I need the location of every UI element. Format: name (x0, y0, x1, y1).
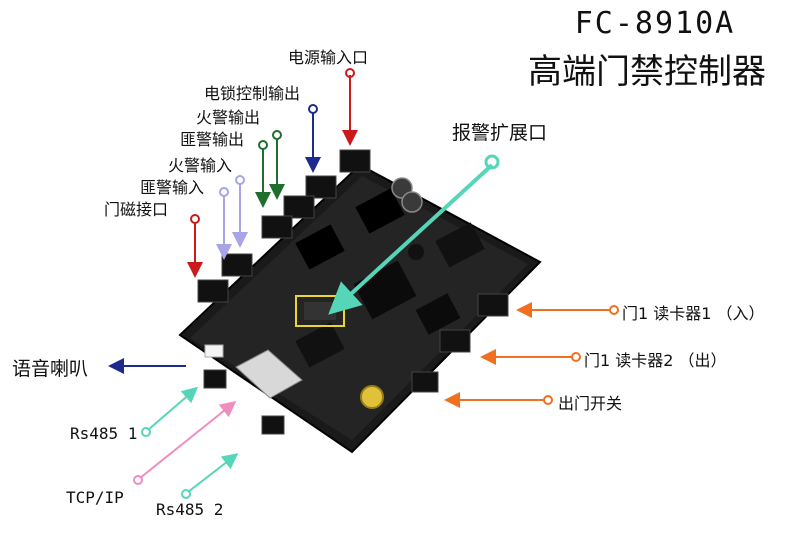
product-title: 高端门禁控制器 (528, 52, 766, 92)
model-title: FC-8910A (574, 6, 736, 41)
tcp-ip-label: TCP/IP (66, 488, 124, 507)
fire-input-label: 火警输入 (168, 156, 233, 175)
power-input-label: 电源输入口 (288, 48, 369, 67)
intrusion-output-label: 匪警输出 (180, 130, 245, 149)
alarm-expansion-label: 报警扩展口 (452, 122, 548, 144)
lock-output-label: 电锁控制输出 (204, 84, 301, 103)
fire-output-label: 火警输出 (196, 108, 261, 127)
reader-in-label: 门1 读卡器1 （入） (622, 304, 765, 323)
rs485-2-arrow (187, 453, 239, 493)
intrusion-input-label: 匪警输入 (140, 178, 205, 197)
reader-out-label: 门1 读卡器2 （出） (584, 351, 727, 370)
rs485-1-label: Rs485 1 (70, 424, 138, 443)
exit-switch-label: 出门开关 (558, 394, 623, 413)
rs485-2-label: Rs485 2 (156, 500, 224, 519)
power-input-dot (345, 68, 355, 78)
door-magnet-label: 门磁接口 (104, 200, 169, 219)
alarm-expansion-arrow (328, 163, 494, 315)
tcp-ip-arrow (139, 401, 237, 479)
speaker-label: 语音喇叭 (12, 358, 89, 380)
rs485-1-arrow (147, 386, 199, 431)
circuit-board (178, 149, 542, 454)
